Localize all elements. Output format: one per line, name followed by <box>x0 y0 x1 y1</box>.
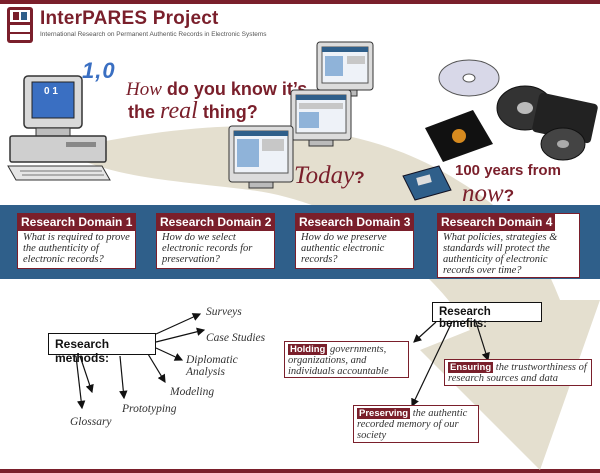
benefit-holding: Holding governments, organizations, and … <box>284 341 409 378</box>
methods-arrows <box>75 313 206 410</box>
method-prototyping: Prototyping <box>122 403 177 415</box>
headline-real: real <box>160 98 198 124</box>
today-word: Today <box>294 162 355 189</box>
domain-4-question: What policies, strategies & standards wi… <box>443 232 558 276</box>
research-domain-1: Research Domain 1 What is required to pr… <box>17 213 136 269</box>
page-subtitle: International Research on Permanent Auth… <box>40 31 267 38</box>
method-case-studies: Case Studies <box>206 332 266 344</box>
research-domain-3: Research Domain 3 How do we preserve aut… <box>295 213 414 269</box>
headline-how: How <box>126 79 162 100</box>
benefit-preserving-body: the authentic recorded memory of our soc… <box>357 408 468 441</box>
benefit-holding-tag: Holding <box>288 344 328 355</box>
research-domain-4: Research Domain 4 What policies, strateg… <box>437 213 580 278</box>
domain-1-question: What is required to prove the authentici… <box>23 232 130 265</box>
future-label-now: now? <box>462 180 514 208</box>
method-modeling: Modeling <box>170 386 215 398</box>
bottom-border <box>0 469 600 473</box>
page-title: InterPARES Project <box>40 8 219 29</box>
benefit-holding-text: Holding governments, organizations, and … <box>288 344 406 377</box>
domain-1-title: Research Domain 1 <box>18 214 136 231</box>
today-question: ? <box>354 168 365 187</box>
future-question: ? <box>503 186 515 205</box>
benefit-preserving-tag: Preserving <box>357 408 411 419</box>
binary-digits-screen: 0 1 <box>44 86 58 97</box>
headline-thing: thing? <box>202 102 258 122</box>
today-label: Today? <box>294 162 365 190</box>
future-label-top: 100 years from <box>455 162 561 179</box>
benefit-ensuring-tag: Ensuring <box>448 362 494 373</box>
headline-real-thing: the real thing? <box>128 98 258 124</box>
benefit-ensuring: Ensuring the trustworthiness of research… <box>444 359 592 386</box>
method-diplomatic-analysis: Diplomatic Analysis <box>186 354 238 378</box>
binary-digits-flying: 1,0 <box>82 58 116 83</box>
top-border <box>0 0 600 4</box>
research-domain-2: Research Domain 2 How do we select elect… <box>156 213 275 269</box>
benefit-preserving-text: Preserving the authentic recorded memory… <box>357 408 476 441</box>
method-surveys: Surveys <box>206 306 242 318</box>
research-methods-label: Research methods: <box>55 337 110 365</box>
method-glossary: Glossary <box>70 416 112 428</box>
modern-computers-illustration <box>228 41 374 189</box>
headline-question-rest: do you know it’s <box>166 79 308 99</box>
future-media-illustration <box>402 59 598 201</box>
domain-4-title: Research Domain 4 <box>438 214 556 231</box>
interpares-logo <box>6 6 34 44</box>
benefits-arrows <box>411 321 490 408</box>
research-benefits-label: Research benefits: <box>439 306 491 330</box>
headline-question: How do you know it’s <box>126 78 307 101</box>
future-now-word: now <box>462 180 504 207</box>
domain-2-question: How do we select electronic records for … <box>162 232 253 265</box>
benefit-ensuring-text: Ensuring the trustworthiness of research… <box>448 362 589 384</box>
headline-the: the <box>128 102 155 122</box>
domain-3-title: Research Domain 3 <box>296 214 414 231</box>
old-computer-illustration <box>7 75 111 181</box>
benefit-ensuring-body: the trustworthiness of research sources … <box>448 362 587 384</box>
research-methods-box: Research methods: <box>48 333 156 365</box>
domain-2-title: Research Domain 2 <box>157 214 275 231</box>
research-benefits-box: Research benefits: <box>432 302 542 330</box>
domain-3-question: How do we preserve authentic electronic … <box>301 232 387 265</box>
benefit-preserving: Preserving the authentic recorded memory… <box>353 405 479 443</box>
benefit-holding-body: governments, organizations, and individu… <box>288 344 389 377</box>
